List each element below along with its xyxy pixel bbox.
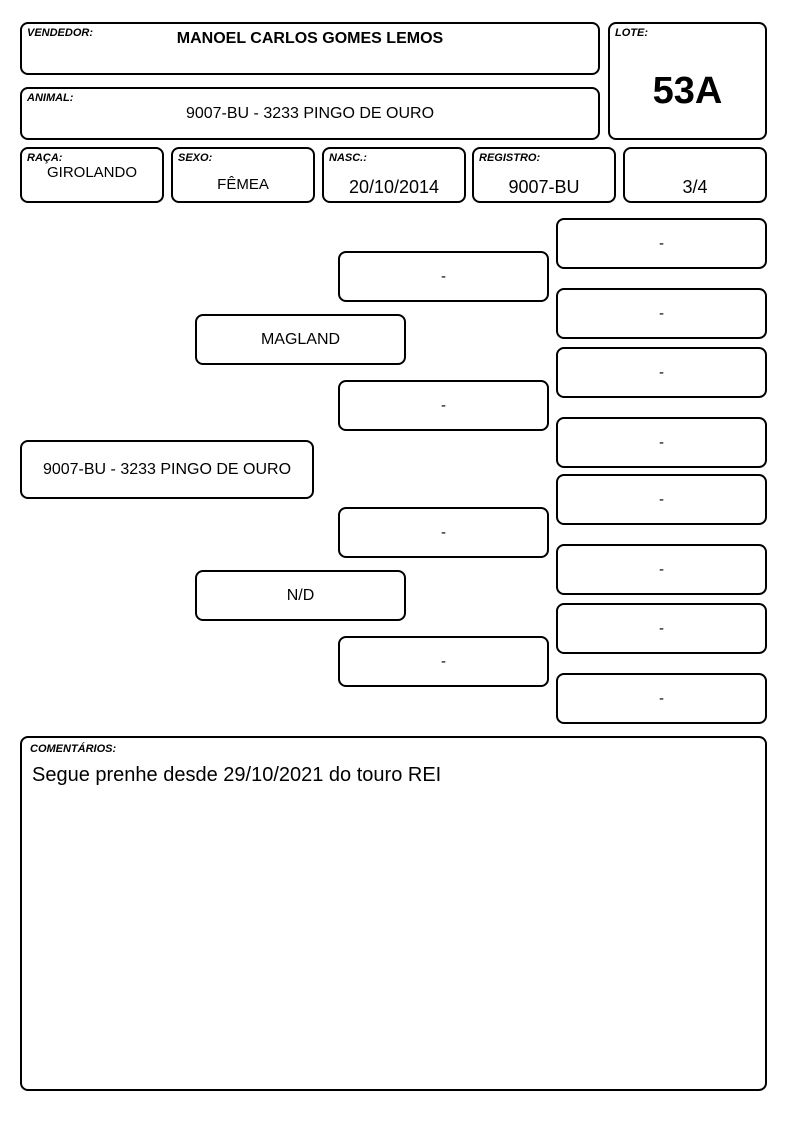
pedigree-grandparent: - — [338, 507, 549, 558]
pedigree-grandparent: - — [338, 380, 549, 431]
pedigree-great-grandparent: - — [556, 417, 767, 468]
pedigree-great-grandparent: - — [556, 544, 767, 595]
pedigree-great-grandparent: - — [556, 603, 767, 654]
vendedor-box: VENDEDOR: MANOEL CARLOS GOMES LEMOS — [20, 22, 600, 75]
lote-label: LOTE: — [615, 27, 648, 39]
lote-value: 53A — [652, 70, 723, 112]
pedigree-great-grandparent: - — [556, 218, 767, 269]
grau-box: 3/4 — [623, 147, 767, 203]
raca-box: RAÇA: GIROLANDO — [20, 147, 164, 203]
pedigree-grandparent: - — [338, 636, 549, 687]
comments-text: Segue prenhe desde 29/10/2021 do touro R… — [32, 764, 442, 786]
animal-label: ANIMAL: — [27, 92, 74, 104]
vendedor-label: VENDEDOR: — [27, 27, 94, 39]
nasc-box: NASC.: 20/10/2014 — [322, 147, 466, 203]
pedigree-great-grandparent: - — [556, 474, 767, 525]
nasc-label: NASC.: — [329, 152, 367, 164]
pedigree-dam: N/D — [195, 570, 406, 621]
raca-label: RAÇA: — [27, 152, 63, 164]
registro-label: REGISTRO: — [479, 152, 541, 164]
sexo-value: FÊMEA — [217, 176, 269, 193]
sexo-label: SEXO: — [178, 152, 213, 164]
sexo-box: SEXO: FÊMEA — [171, 147, 315, 203]
comments-box: COMENTÁRIOS: Segue prenhe desde 29/10/20… — [20, 736, 767, 1091]
comments-label: COMENTÁRIOS: — [30, 743, 117, 755]
pedigree-great-grandparent: - — [556, 673, 767, 724]
vendedor-value: MANOEL CARLOS GOMES LEMOS — [176, 30, 444, 47]
pedigree-sire: MAGLAND — [195, 314, 406, 365]
nasc-value: 20/10/2014 — [348, 177, 440, 197]
pedigree-great-grandparent: - — [556, 288, 767, 339]
registro-box: REGISTRO: 9007-BU — [472, 147, 616, 203]
raca-value: GIROLANDO — [46, 164, 137, 181]
animal-value: 9007-BU - 3233 PINGO DE OURO — [185, 105, 435, 122]
pedigree-grandparent: - — [338, 251, 549, 302]
animal-box: ANIMAL: 9007-BU - 3233 PINGO DE OURO — [20, 87, 600, 140]
grau-value: 3/4 — [682, 177, 708, 197]
lote-box: LOTE: 53A — [608, 22, 767, 140]
pedigree-great-grandparent: - — [556, 347, 767, 398]
pedigree-animal: 9007-BU - 3233 PINGO DE OURO — [20, 440, 314, 499]
registro-value: 9007-BU — [508, 177, 580, 197]
